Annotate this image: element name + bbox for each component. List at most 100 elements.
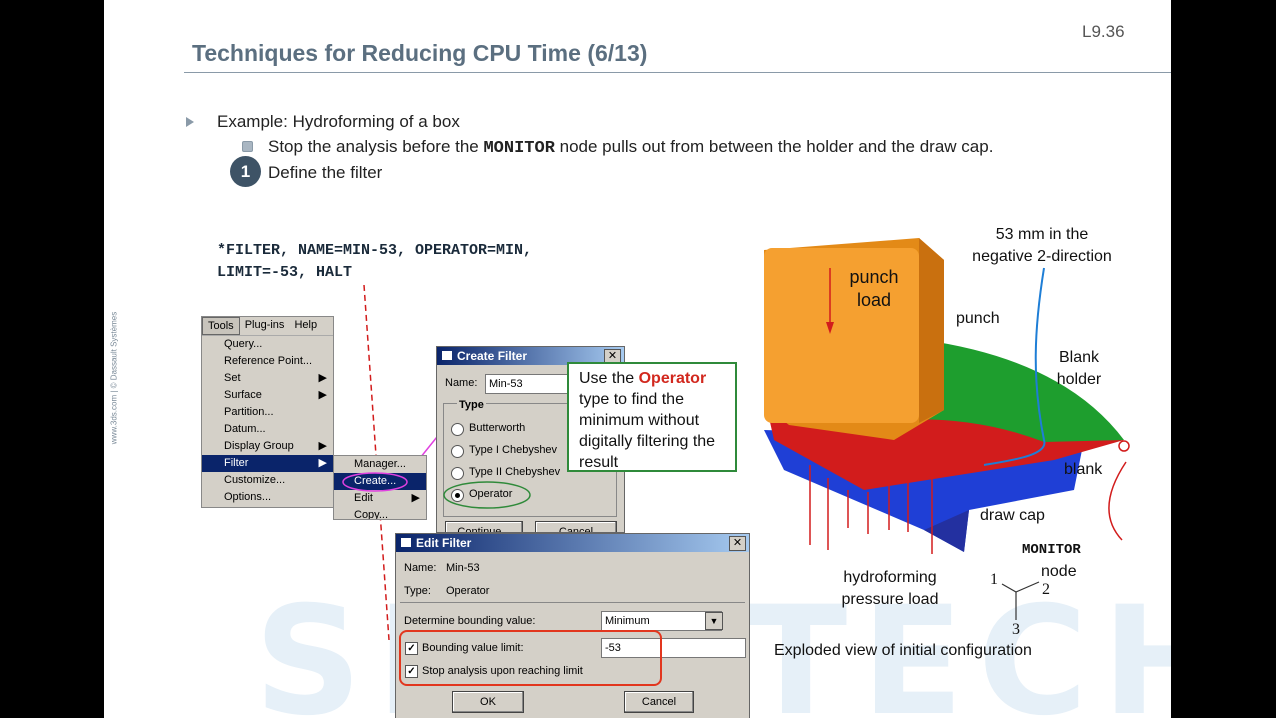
menu-item-surface[interactable]: Surface ▶ bbox=[202, 387, 333, 404]
type-label: Type bbox=[457, 399, 486, 411]
figure-caption: Exploded view of initial configuration bbox=[774, 642, 1032, 659]
menu-help[interactable]: Help bbox=[294, 319, 318, 331]
bullet-stop-analysis: Stop the analysis before the MONITOR nod… bbox=[268, 137, 993, 158]
radio-chebyshev-1[interactable] bbox=[451, 445, 464, 458]
callout-text-pre: Use the bbox=[579, 370, 639, 387]
label-blank: blank bbox=[1064, 461, 1103, 478]
label-draw-cap: draw cap bbox=[980, 507, 1045, 524]
menu-item-query[interactable]: Query... bbox=[224, 338, 263, 350]
radio-chebyshev-2[interactable] bbox=[451, 467, 464, 480]
stop-label: Stop analysis upon reaching limit bbox=[422, 665, 583, 677]
edit-filter-titlebar: Edit Filter bbox=[396, 534, 749, 552]
operator-callout: Use the Operator type to find the minimu… bbox=[567, 362, 737, 472]
menubar: Tools Plug-ins Help bbox=[202, 317, 333, 336]
bullet-square-icon bbox=[242, 141, 253, 152]
menu-item-set-label: Set bbox=[224, 372, 241, 384]
menu-item-customize[interactable]: Customize... bbox=[224, 474, 286, 486]
label-chebyshev-1: Type I Chebyshev bbox=[469, 444, 558, 456]
bounding-select-value: Minimum bbox=[605, 615, 650, 627]
bullet-example: Example: Hydroforming of a box bbox=[217, 112, 460, 131]
code-line-1: *FILTER, NAME=MIN-53, OPERATOR=MIN, bbox=[217, 242, 533, 259]
menu-item-filter[interactable]: Filter ▶ bbox=[202, 455, 333, 472]
stop-checkbox[interactable]: ✓ bbox=[405, 665, 418, 678]
menu-item-filter-label: Filter bbox=[224, 457, 249, 469]
bullet-text-post: node pulls out from between the holder a… bbox=[554, 137, 994, 156]
radio-butterworth[interactable] bbox=[451, 423, 464, 436]
menu-tools[interactable]: Tools bbox=[202, 317, 240, 335]
menu-item-set[interactable]: Set ▶ bbox=[202, 370, 333, 387]
submenu-edit[interactable]: Edit▶ bbox=[334, 490, 426, 507]
bounding-select[interactable]: Minimum bbox=[601, 611, 722, 631]
label-chebyshev-2: Type II Chebyshev bbox=[469, 466, 561, 478]
menu-item-datum[interactable]: Datum... bbox=[224, 423, 266, 435]
submenu-arrow-icon: ▶ bbox=[318, 457, 327, 469]
axes-triad bbox=[1001, 581, 1040, 620]
pressure-arrows bbox=[809, 465, 933, 554]
submenu-arrow-icon: ▶ bbox=[318, 440, 327, 452]
name-label: Name: bbox=[445, 377, 478, 389]
menu-plugins[interactable]: Plug-ins bbox=[244, 319, 285, 331]
bullet-triangle-icon bbox=[186, 117, 194, 127]
slide: SIMUTECH Techniques for Reducing CPU Tim… bbox=[104, 0, 1171, 718]
hydroforming-figure bbox=[764, 238, 1130, 620]
submenu-arrow-icon: ▶ bbox=[318, 372, 327, 384]
create-filter-titlebar: Create Filter bbox=[437, 347, 624, 365]
punch-front bbox=[764, 248, 919, 423]
label-monitor: MONITOR bbox=[1022, 542, 1081, 558]
label-punch: punch bbox=[956, 310, 1000, 327]
continue-button[interactable]: Continue... bbox=[445, 521, 523, 532]
radio-operator[interactable] bbox=[451, 489, 464, 502]
label-53mm: 53 mm in the negative 2-direction bbox=[972, 226, 1112, 265]
axis-label-3: 3 bbox=[1012, 621, 1020, 638]
callout-text-post: type to find the minimum without digital… bbox=[579, 391, 716, 471]
limit-label: Bounding value limit: bbox=[422, 642, 524, 654]
bounding-label: Determine bounding value: bbox=[404, 615, 536, 627]
label-node: node bbox=[1041, 563, 1077, 580]
label-blank-holder: Blank holder bbox=[1056, 349, 1102, 388]
limit-input[interactable]: -53 bbox=[601, 638, 746, 658]
label-butterworth: Butterworth bbox=[469, 422, 526, 434]
submenu-manager[interactable]: Manager... bbox=[354, 458, 406, 470]
label-operator: Operator bbox=[469, 488, 513, 500]
tools-menu: Tools Plug-ins Help Query... Reference P… bbox=[201, 316, 334, 508]
edit-name-label: Name: bbox=[404, 562, 437, 574]
chevron-down-icon[interactable]: ▼ bbox=[705, 612, 723, 630]
bullet-text-pre: Stop the analysis before the bbox=[268, 137, 484, 156]
menu-item-display-group[interactable]: Display Group ▶ bbox=[202, 438, 333, 455]
submenu-copy[interactable]: Copy... bbox=[354, 509, 389, 520]
create-highlight-ellipse bbox=[342, 472, 408, 492]
monitor-code: MONITOR bbox=[483, 139, 555, 158]
menu-item-display-group-label: Display Group bbox=[224, 440, 294, 452]
callout-operator-word: Operator bbox=[638, 370, 707, 387]
divider bbox=[400, 602, 745, 603]
edit-type-label: Type: bbox=[404, 585, 431, 597]
punch-right-face bbox=[919, 238, 944, 423]
edit-cancel-button[interactable]: Cancel bbox=[624, 691, 694, 713]
bullet-define-filter: Define the filter bbox=[268, 163, 383, 182]
cancel-button[interactable]: Cancel bbox=[535, 521, 617, 532]
menu-item-options[interactable]: Options... bbox=[224, 491, 272, 503]
menu-item-partition[interactable]: Partition... bbox=[224, 406, 274, 418]
edit-type-value: Operator bbox=[446, 585, 490, 597]
monitor-pointer bbox=[1108, 461, 1127, 541]
ok-button[interactable]: OK bbox=[452, 691, 524, 713]
close-icon[interactable]: ✕ bbox=[729, 536, 746, 551]
limit-highlight-box bbox=[399, 630, 662, 686]
step-badge: 1 bbox=[230, 156, 261, 187]
edit-filter-dialog: Edit Filter ✕ Name: Min-53 Type: Operato… bbox=[395, 533, 750, 718]
axis-label-2: 2 bbox=[1042, 581, 1050, 598]
operator-highlight-ellipse bbox=[443, 481, 531, 509]
menu-item-reference-point[interactable]: Reference Point... bbox=[224, 355, 313, 367]
punch-load-arrowhead bbox=[826, 322, 834, 334]
limit-checkbox[interactable]: ✓ bbox=[405, 642, 418, 655]
submenu-arrow-icon: ▶ bbox=[411, 492, 420, 504]
label-hydroforming: hydroforming pressure load bbox=[841, 569, 939, 608]
menu-item-surface-label: Surface bbox=[224, 389, 262, 401]
code-line-2: LIMIT=-53, HALT bbox=[217, 264, 353, 281]
page-number: L9.36 bbox=[1082, 22, 1125, 41]
monitor-path-line bbox=[983, 267, 1046, 466]
monitor-node-marker bbox=[1118, 440, 1130, 452]
submenu-arrow-icon: ▶ bbox=[318, 389, 327, 401]
axis-label-1: 1 bbox=[990, 571, 998, 588]
edit-name-value: Min-53 bbox=[446, 562, 480, 574]
